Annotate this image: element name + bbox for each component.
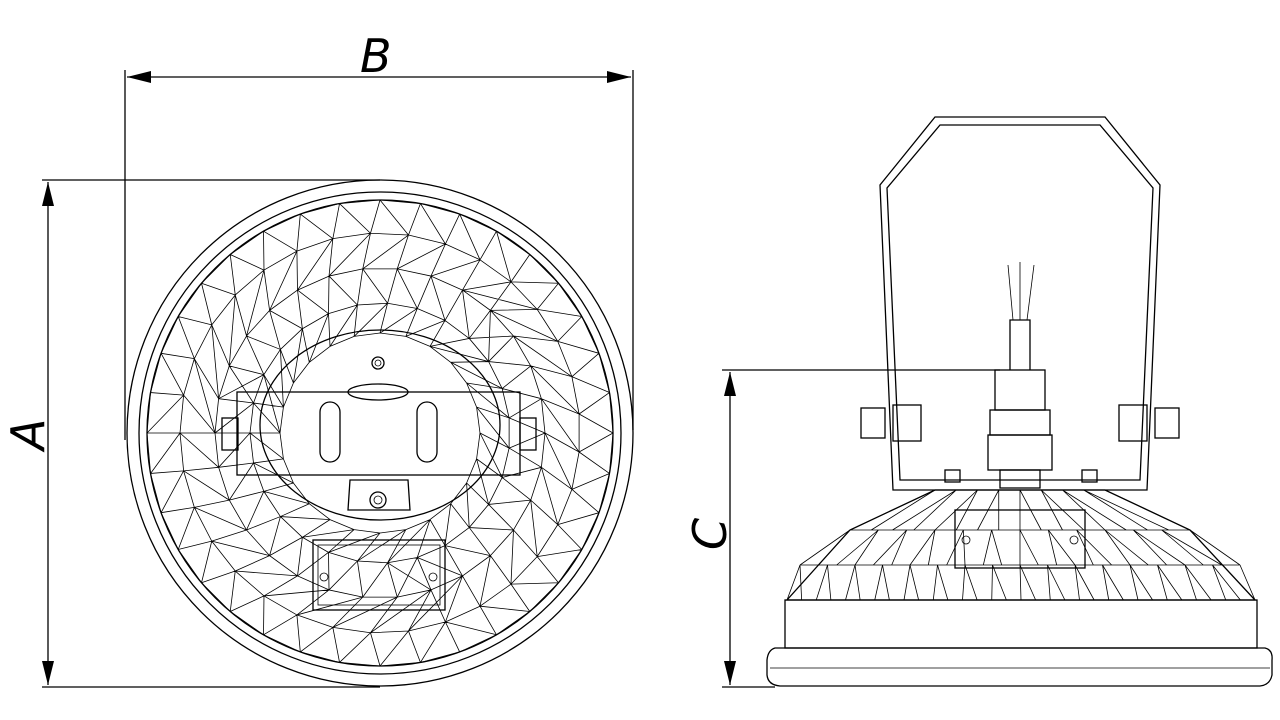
dimension-label-b: B	[360, 29, 392, 83]
lens-facets	[146, 199, 614, 667]
mounting-bracket	[236, 391, 521, 476]
junction-box	[312, 539, 446, 611]
side-lens-pattern	[786, 489, 1256, 601]
dimension-label-c: C	[683, 518, 737, 550]
base-ring	[766, 647, 1273, 687]
dimension-b: B	[124, 29, 634, 440]
lamp-housing	[785, 489, 1257, 601]
dimension-a: A	[1, 179, 380, 688]
front-view	[126, 179, 634, 687]
side-view	[766, 116, 1273, 687]
dimension-label-a: A	[1, 419, 55, 453]
u-bracket	[879, 116, 1161, 491]
side-facets	[786, 489, 1256, 601]
prismatic-lens-pattern	[146, 199, 614, 667]
dimension-c: C	[683, 369, 1000, 688]
